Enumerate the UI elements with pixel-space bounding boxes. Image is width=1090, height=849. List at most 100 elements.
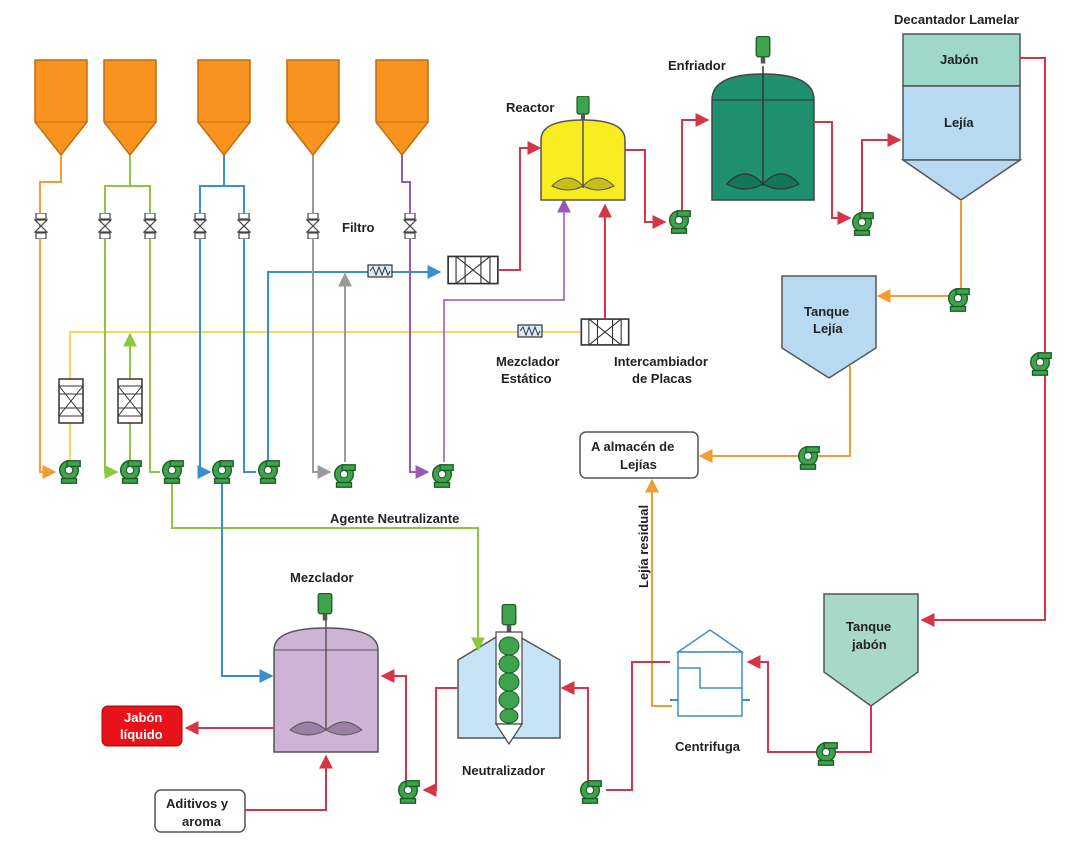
- label-reactor: Reactor: [506, 100, 554, 115]
- almacen-box: [579, 431, 699, 479]
- label-intercambiador-2: de Placas: [632, 371, 692, 386]
- red-jabon-out: [920, 57, 1046, 627]
- pump-icon: [58, 460, 81, 484]
- motor-icon: [501, 604, 517, 632]
- tank-lejia: [781, 275, 877, 379]
- orange-tank-out: [698, 366, 851, 463]
- pump-icon: [947, 288, 970, 312]
- silo-4: [286, 59, 340, 157]
- blue-to-mixer: [221, 484, 274, 683]
- label-mezclador: Mezclador: [290, 570, 354, 585]
- label-mezclador-estatico-2: Estático: [501, 371, 552, 386]
- heat-exchanger-icon: [58, 378, 84, 424]
- tank-jabon: [823, 593, 919, 707]
- valve-icon: [306, 213, 320, 239]
- label-agente: Agente Neutralizante: [330, 511, 459, 526]
- orange-line: [39, 155, 62, 479]
- pump-icon: [431, 464, 454, 488]
- screw-conveyor: [498, 636, 520, 724]
- pump-icon: [1029, 352, 1052, 376]
- red-neutralizer-out: [422, 687, 458, 797]
- purple-line: [401, 155, 430, 479]
- static-mixer-icon: [517, 324, 543, 338]
- red-to-decanter: [861, 133, 902, 212]
- label-lejia-residual: Lejía residual: [636, 505, 651, 588]
- valve-icon: [143, 213, 157, 239]
- silo-2: [103, 59, 157, 157]
- centrifuge: [670, 629, 750, 717]
- pump-icon: [211, 460, 234, 484]
- decanter-lejia-layer: [902, 85, 1021, 161]
- label-tanque-lejia-2: Lejía: [813, 321, 843, 336]
- valve-icon: [34, 213, 48, 239]
- green-line: [104, 155, 131, 479]
- label-tanque-lejia-1: Tanque: [804, 304, 849, 319]
- valve-icon: [237, 213, 251, 239]
- pump-row: [58, 460, 454, 488]
- green-agente: [171, 484, 485, 652]
- label-jabon-liquido-2: líquido: [120, 727, 163, 742]
- orange-lejia-out: [876, 200, 962, 303]
- label-intercambiador-1: Intercambiador: [614, 354, 708, 369]
- static-mixer-icon: [367, 264, 393, 278]
- blue-to-filter: [267, 265, 442, 462]
- heat-exchanger-icon: [117, 378, 143, 424]
- plate-exchanger-icon: [580, 318, 630, 346]
- red-centrifuge-out: [606, 661, 670, 791]
- valve-icon: [98, 213, 112, 239]
- valve-icon: [403, 213, 417, 239]
- red-filter-to-reactor: [499, 141, 542, 271]
- red-jabon-tank-out: [746, 655, 872, 753]
- pump-icon: [668, 210, 691, 234]
- label-almacen-2: Lejías: [620, 457, 657, 472]
- pump-icon: [119, 460, 142, 484]
- motor-icon: [317, 593, 333, 621]
- red-reactor-out: [625, 149, 667, 229]
- pump-icon: [161, 460, 184, 484]
- label-almacen-1: A almacén de: [591, 439, 674, 454]
- blue-line: [197, 155, 225, 479]
- label-neutralizador: Neutralizador: [462, 763, 545, 778]
- filter-exchanger-icon: [447, 255, 499, 285]
- pump-icon: [851, 212, 874, 236]
- blue-line-2: [224, 185, 256, 473]
- label-lejia-layer: Lejía: [944, 115, 974, 130]
- label-filtro: Filtro: [342, 220, 375, 235]
- motor-icon: [755, 36, 771, 64]
- decanter-cone: [900, 159, 1023, 201]
- pump-icon: [797, 446, 820, 470]
- red-to-cooler: [681, 113, 710, 210]
- label-mezclador-estatico-1: Mezclador: [496, 354, 560, 369]
- pump-icon: [397, 780, 420, 804]
- label-aditivos-2: aroma: [182, 814, 222, 829]
- pump-icon: [257, 460, 280, 484]
- orange-residual: [645, 478, 672, 707]
- label-centrifuga: Centrifuga: [675, 739, 741, 754]
- label-jabon-liquido-1: Jabón: [124, 710, 162, 725]
- silo-1: [34, 59, 88, 157]
- orange-line-loop: [69, 331, 580, 462]
- pump-icon: [579, 780, 602, 804]
- motor-icon: [576, 96, 590, 120]
- label-tanque-jabon-2: jabón: [851, 637, 887, 652]
- silo-3: [197, 59, 251, 157]
- red-aditivos-in: [245, 754, 333, 811]
- silos: [34, 59, 429, 157]
- label-tanque-jabon-1: Tanque: [846, 619, 891, 634]
- silo-5: [375, 59, 429, 157]
- label-aditivos-1: Aditivos y: [166, 796, 229, 811]
- purple-to-reactor: [443, 198, 571, 462]
- label-jabon-layer: Jabón: [940, 52, 978, 67]
- valve-icon: [193, 213, 207, 239]
- red-to-neutralizer: [560, 681, 589, 780]
- output-jabon-liquido: [101, 705, 183, 747]
- gray-line: [312, 155, 332, 479]
- label-decantador: Decantador Lamelar: [894, 12, 1019, 27]
- pump-icon: [815, 742, 838, 766]
- red-cooler-out: [814, 121, 852, 225]
- red-to-mixer: [380, 669, 407, 780]
- label-enfriador: Enfriador: [668, 58, 726, 73]
- green-line-2: [130, 185, 160, 473]
- pump-icon: [333, 464, 356, 488]
